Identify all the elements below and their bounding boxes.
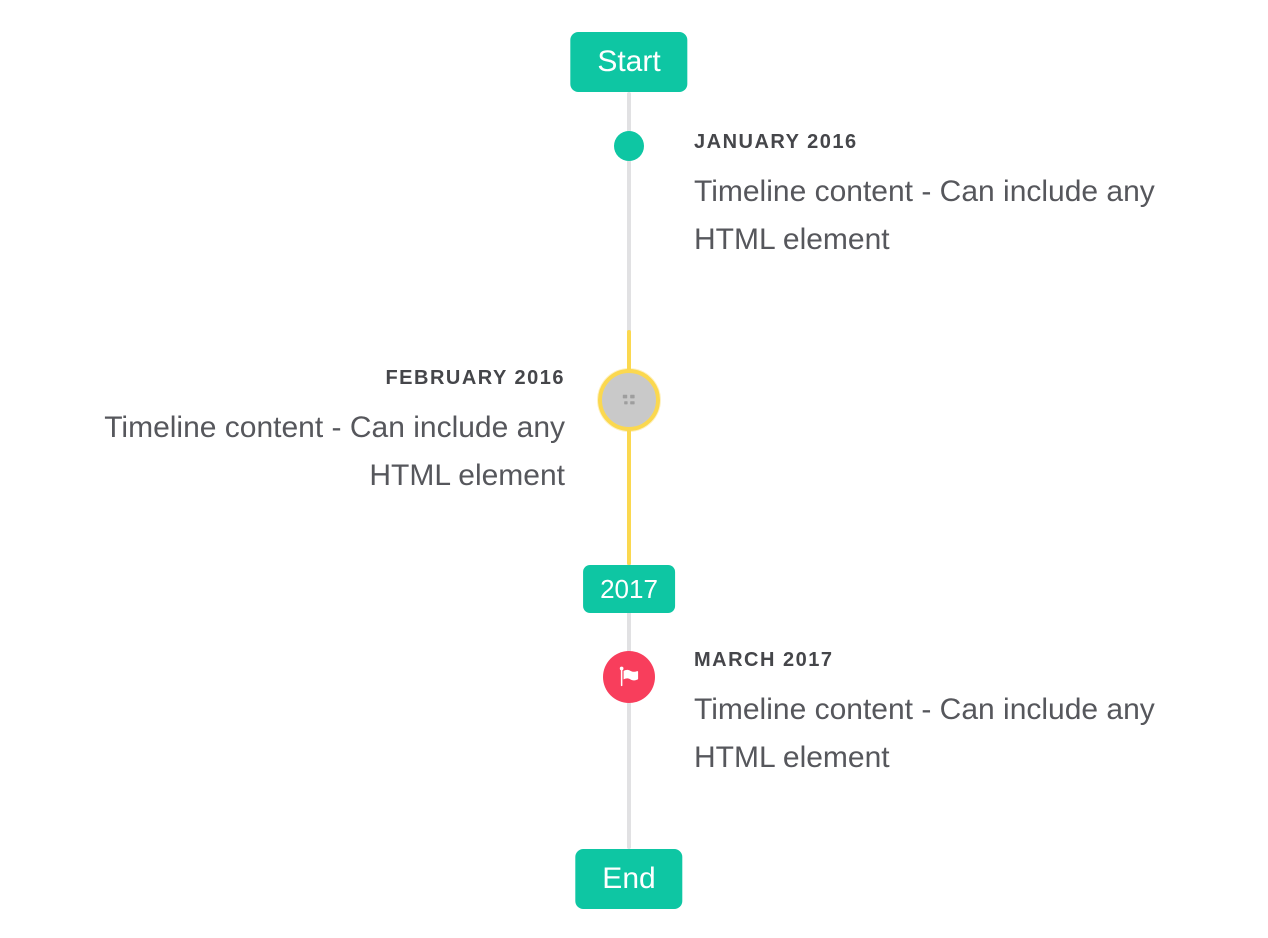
event-march-2017: MARCH 2017 Timeline content - Can includ… — [694, 648, 1194, 782]
event-title: FEBRUARY 2016 — [385, 367, 565, 389]
flag-icon — [616, 664, 642, 690]
year-badge-2017[interactable]: 2017 — [583, 565, 675, 613]
event-marker-march-flag[interactable] — [603, 651, 655, 703]
event-january-2016: JANUARY 2016 Timeline content - Can incl… — [694, 130, 1194, 264]
event-content: Timeline content - Can include any HTML … — [694, 693, 1155, 774]
event-content: Timeline content - Can include any HTML … — [104, 411, 565, 492]
event-content: Timeline content - Can include any HTML … — [694, 175, 1155, 256]
timeline-highlight-segment — [627, 330, 631, 565]
event-marker-february-image[interactable] — [598, 369, 660, 431]
event-february-2016: FEBRUARY 2016 Timeline content - Can inc… — [65, 366, 565, 500]
start-button[interactable]: Start — [570, 32, 688, 92]
broken-image-icon — [622, 394, 636, 406]
end-button[interactable]: End — [575, 849, 683, 909]
event-title: MARCH 2017 — [694, 649, 834, 671]
event-marker-january-dot[interactable] — [614, 131, 644, 161]
event-title: JANUARY 2016 — [694, 131, 858, 153]
